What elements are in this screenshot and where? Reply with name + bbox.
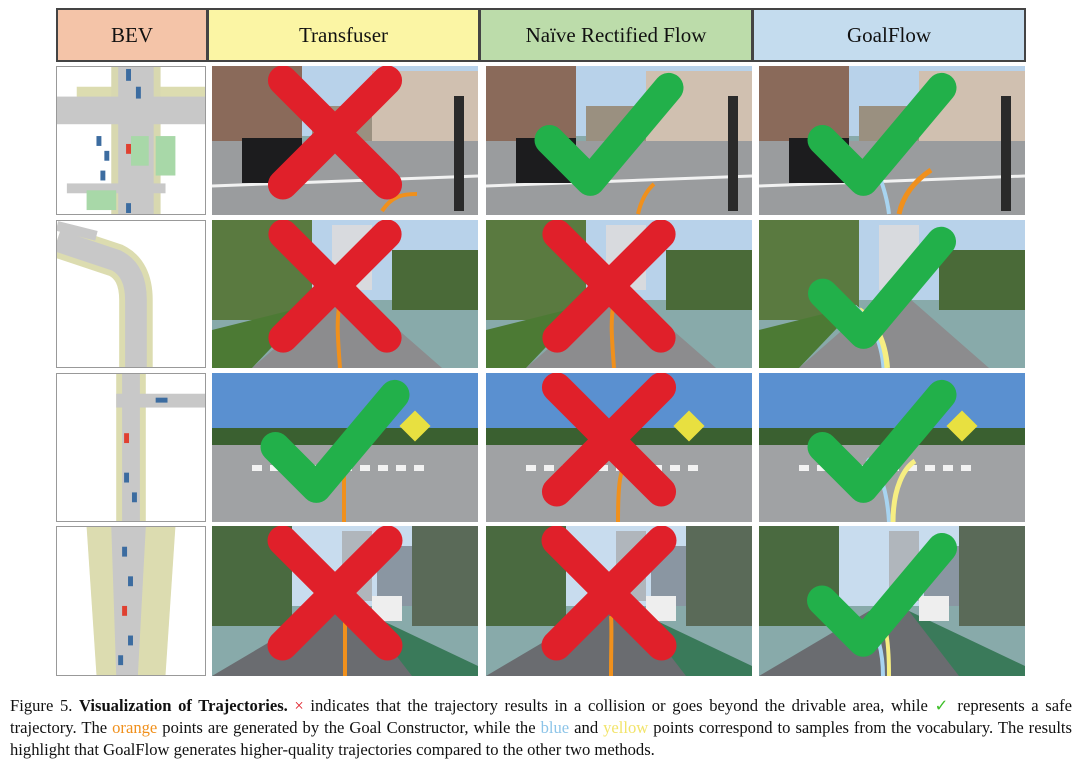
figure-caption: Figure 5. Visualization of Trajectories.… — [10, 695, 1072, 761]
figure-title: Visualization of Trajectories. — [79, 696, 288, 715]
caption-part-3: points are generated by the Goal Constru… — [157, 718, 541, 737]
header-transfuser: Transfuser — [207, 8, 480, 62]
caption-part-1: indicates that the trajectory results in… — [303, 696, 935, 715]
check-icon — [807, 72, 957, 196]
bev-map-row-3 — [56, 373, 206, 522]
camera-row-1-transfuser — [212, 66, 478, 215]
cross-icon — [267, 526, 403, 661]
camera-row-3-transfuser — [212, 373, 478, 522]
caption-part-4: and — [569, 718, 604, 737]
header-bev: BEV — [56, 8, 208, 62]
camera-row-2-goalflow — [759, 220, 1025, 368]
header-bev-label: BEV — [111, 22, 153, 47]
camera-row-1-goalflow — [759, 66, 1025, 215]
camera-row-4-goalflow — [759, 526, 1025, 676]
camera-row-1-naive — [486, 66, 752, 215]
cross-icon: × — [294, 696, 304, 715]
check-icon — [534, 72, 684, 196]
camera-row-4-naive — [486, 526, 752, 676]
check-icon — [808, 226, 956, 349]
check-icon: ✓ — [934, 696, 951, 715]
bev-map-row-4 — [56, 526, 206, 676]
camera-row-2-transfuser — [212, 220, 478, 368]
caption-part-2: represents a safe trajectory. The — [10, 696, 1072, 737]
check-icon — [807, 379, 957, 503]
caption-part-5: points correspond to samples from the vo… — [10, 718, 1073, 759]
cross-icon — [541, 373, 677, 507]
header-naive-rectified-flow: Naïve Rectified Flow — [479, 8, 753, 62]
camera-row-2-naive — [486, 220, 752, 368]
caption-blue-word: blue — [540, 718, 570, 737]
camera-row-3-naive — [486, 373, 752, 522]
caption-orange-word: orange — [112, 718, 158, 737]
header-goalflow: GoalFlow — [752, 8, 1026, 62]
check-icon — [260, 379, 410, 503]
camera-row-4-transfuser — [212, 526, 478, 676]
header-naive-label: Naïve Rectified Flow — [525, 22, 707, 47]
cross-icon — [267, 66, 403, 200]
cross-icon — [542, 220, 676, 353]
header-goalflow-label: GoalFlow — [847, 22, 931, 47]
cross-icon — [268, 220, 402, 353]
header-transfuser-label: Transfuser — [298, 22, 389, 47]
bev-map-row-2 — [56, 220, 206, 368]
caption-yellow-word: yellow — [603, 718, 649, 737]
cross-icon — [541, 526, 677, 661]
camera-row-3-goalflow — [759, 373, 1025, 522]
figure-label: Figure 5. — [10, 696, 73, 715]
bev-map-row-1 — [56, 66, 206, 215]
check-icon — [807, 533, 957, 657]
